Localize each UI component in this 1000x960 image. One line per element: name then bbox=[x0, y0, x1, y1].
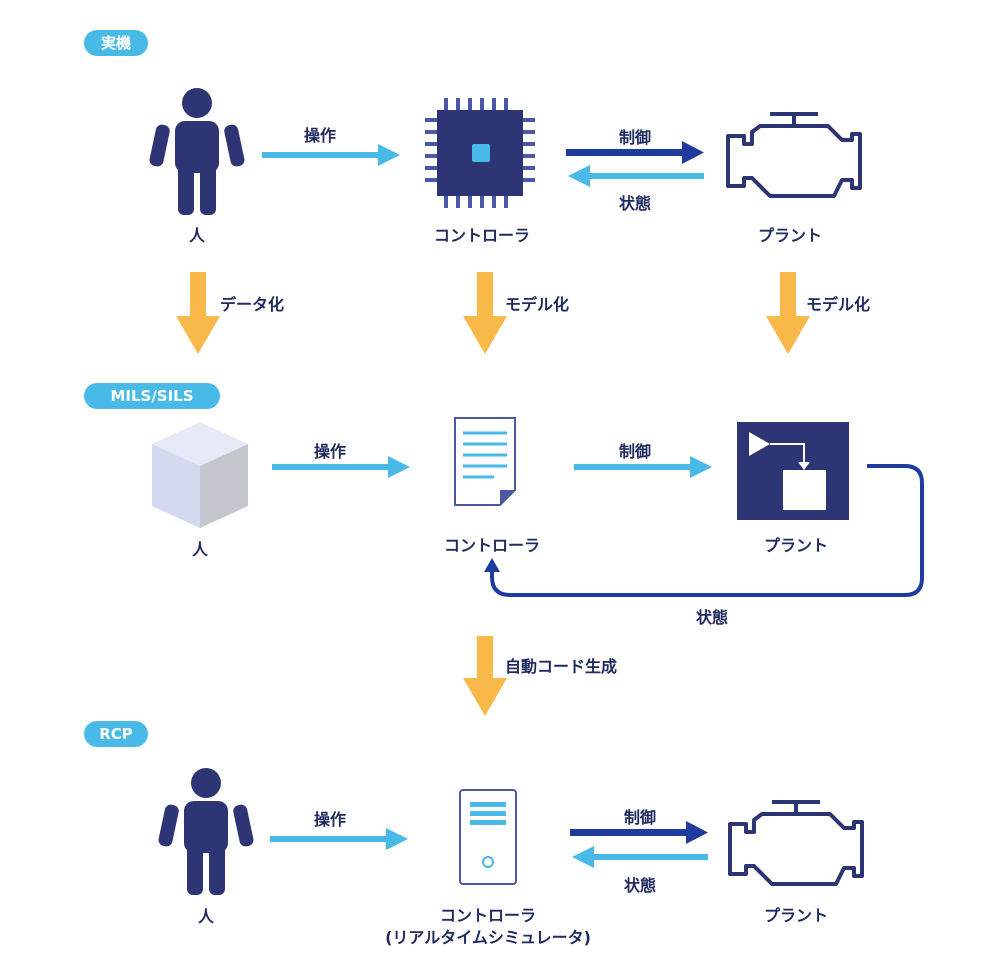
node-label-controller: コントローラ bbox=[443, 536, 541, 555]
document-icon bbox=[454, 417, 516, 506]
edge-label-control: 制御 bbox=[618, 128, 652, 147]
node-label-person: 人 bbox=[191, 540, 209, 559]
server-icon bbox=[459, 789, 517, 885]
control-arrow bbox=[574, 456, 712, 478]
transition-label-controller: モデル化 bbox=[505, 295, 570, 314]
cube-icon bbox=[152, 422, 248, 528]
person-icon bbox=[149, 88, 245, 215]
node-sublabel-controller: (リアルタイムシミュレータ) bbox=[385, 928, 591, 947]
transition-label-person: データ化 bbox=[220, 295, 285, 314]
person-icon bbox=[158, 768, 254, 895]
transition-label-plant: モデル化 bbox=[806, 295, 871, 314]
node-label-controller: コントローラ bbox=[439, 906, 537, 925]
node-label-plant: プラント bbox=[763, 906, 829, 925]
control-arrow bbox=[566, 141, 704, 164]
edge-label-control: 制御 bbox=[618, 442, 652, 461]
operate-arrow bbox=[270, 828, 408, 850]
section-tag-real: 実機 bbox=[84, 30, 148, 56]
chip-icon bbox=[425, 98, 535, 208]
state-arrow bbox=[572, 846, 708, 868]
section-tag-mils-sils: MILS/SILS bbox=[84, 383, 220, 409]
engine-icon bbox=[728, 800, 864, 886]
transition-arrow-codegen bbox=[463, 636, 507, 716]
edge-label-state: 状態 bbox=[618, 194, 652, 213]
state-arrow bbox=[568, 165, 704, 187]
operate-arrow bbox=[272, 456, 410, 478]
section-tag-rcp: RCP bbox=[84, 721, 148, 747]
transition-arrow-controller bbox=[463, 272, 507, 354]
transition-arrow-person bbox=[176, 272, 220, 354]
edge-label-operate: 操作 bbox=[313, 810, 347, 829]
transition-arrow-plant bbox=[766, 272, 810, 354]
edge-label-operate: 操作 bbox=[313, 442, 347, 461]
state-feedback-arrow bbox=[484, 464, 924, 597]
block-diagram-icon bbox=[737, 422, 849, 520]
node-label-controller: コントローラ bbox=[433, 226, 531, 245]
node-label-plant: プラント bbox=[757, 226, 823, 245]
operate-arrow bbox=[262, 144, 400, 166]
edge-label-state: 状態 bbox=[623, 876, 657, 895]
edge-label-state: 状態 bbox=[695, 608, 729, 627]
node-label-person: 人 bbox=[188, 226, 206, 245]
edge-label-operate: 操作 bbox=[303, 126, 337, 145]
node-label-plant: プラント bbox=[763, 536, 829, 555]
engine-icon bbox=[726, 112, 862, 198]
node-label-person: 人 bbox=[197, 907, 215, 926]
control-arrow bbox=[570, 821, 708, 844]
transition-label-codegen: 自動コード生成 bbox=[505, 657, 618, 676]
edge-label-control: 制御 bbox=[623, 808, 657, 827]
